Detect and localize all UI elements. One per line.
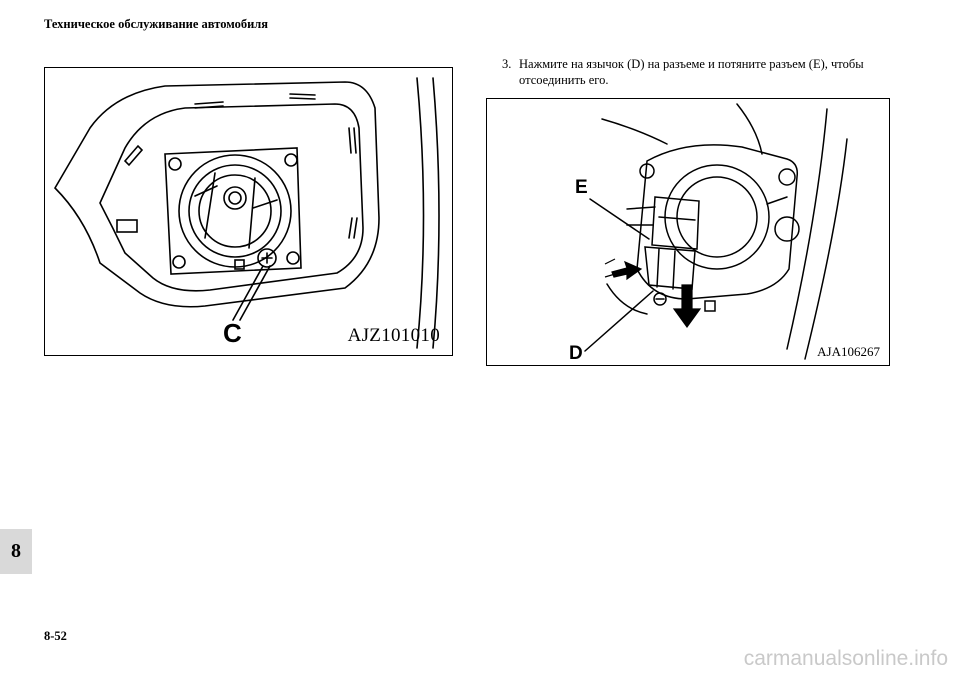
figure-connector-disconnect: E D AJA106267 <box>486 98 890 366</box>
page-number: 8-52 <box>44 629 67 643</box>
callout-d: D <box>569 343 583 364</box>
connector-illustration <box>584 103 848 360</box>
running-header: Техническое обслуживание автомобиля <box>44 17 269 31</box>
figure-code-left: AJZ101010 <box>347 325 440 346</box>
watermark: carmanualsonline.info <box>743 647 948 670</box>
step-text: Нажмите на язычок (D) на разъеме и потян… <box>519 57 864 87</box>
step-number: 3. <box>502 57 512 71</box>
figure-code-right: AJA106267 <box>817 344 880 359</box>
section-tab: 8 <box>0 529 32 574</box>
callout-c: C <box>223 318 242 348</box>
figure-fog-lamp-screw: C AJZ101010 <box>44 67 453 356</box>
callout-e: E <box>575 177 588 198</box>
instruction-step-3: 3. Нажмите на язычок (D) на разъеме и по… <box>502 56 892 88</box>
fog-lamp-bezel-illustration <box>53 77 440 349</box>
